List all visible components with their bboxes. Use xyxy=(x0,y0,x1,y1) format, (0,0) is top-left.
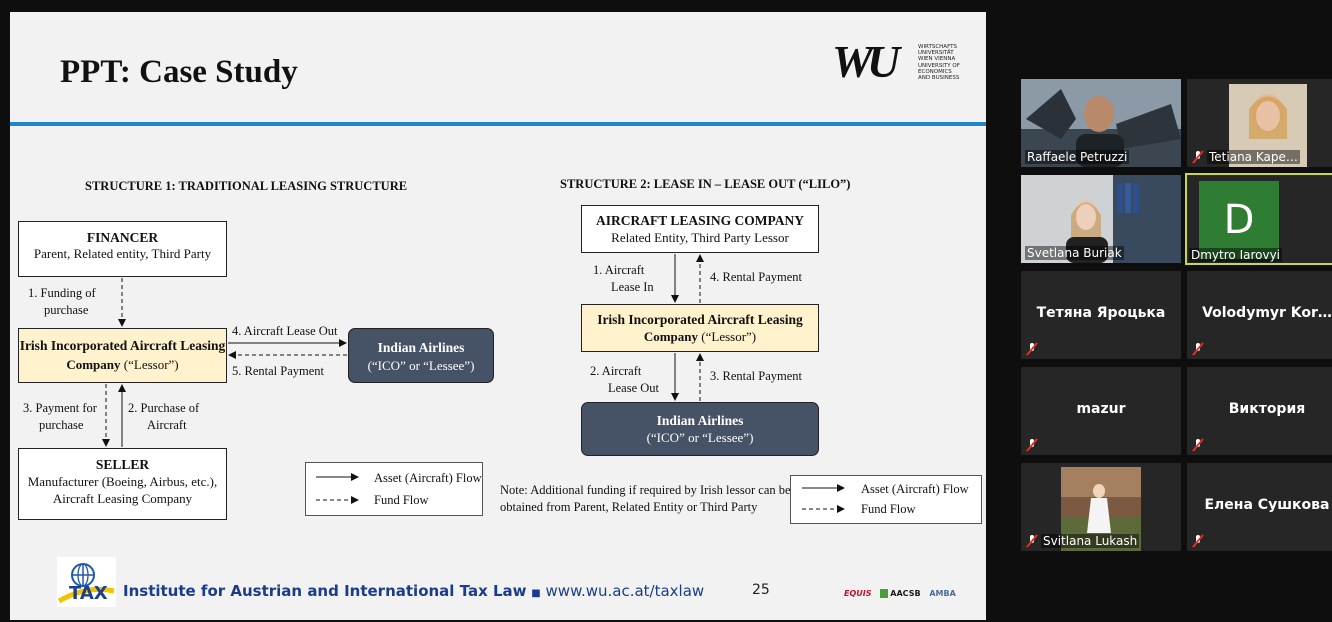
structure1-heading: STRUCTURE 1: TRADITIONAL LEASING STRUCTU… xyxy=(85,179,408,193)
participant-tile-svitlana-l[interactable]: Svitlana Lukash xyxy=(1021,463,1181,551)
aircraft-leasing-company-box: AIRCRAFT LEASING COMPANY Related Entity,… xyxy=(581,205,819,253)
label-rental-3: 3. Rental Payment xyxy=(710,369,802,383)
tax-logo: TAX xyxy=(57,557,116,607)
participant-name: Tetiana Kape… xyxy=(1207,150,1300,164)
participant-name: Svetlana Buriak xyxy=(1025,246,1124,260)
participant-tile-volodymyr[interactable]: Volodymyr Kor… xyxy=(1187,271,1332,359)
label-rental-1: 5. Rental Payment xyxy=(232,364,324,378)
participant-tile-tetyana-ya[interactable]: Тетяна Яроцька xyxy=(1021,271,1181,359)
participant-tile-tetiana[interactable]: Tetiana Kape… xyxy=(1187,79,1332,167)
seller-box: SELLER Manufacturer (Boeing, Airbus, etc… xyxy=(18,448,227,520)
participant-name: Виктория xyxy=(1228,401,1306,417)
mic-muted-icon xyxy=(1192,438,1204,452)
participant-name: Dmytro Iarovyi xyxy=(1189,248,1283,262)
participant-tile-mazur[interactable]: mazur xyxy=(1021,367,1181,455)
participant-name: Volodymyr Kor… xyxy=(1202,305,1332,321)
participant-tile-svetlana-b[interactable]: Svetlana Buriak xyxy=(1021,175,1181,263)
equis-badge: EQUIS xyxy=(844,589,872,598)
lessor-box-2: Irish Incorporated Aircraft Leasing Comp… xyxy=(581,304,819,352)
label-rental-4: 4. Rental Payment xyxy=(710,270,802,284)
shared-slide: PPT: Case Study WU WIRTSCHAFTS UNIVERSIT… xyxy=(10,12,986,620)
video-feed xyxy=(1021,175,1181,263)
indian-airlines-box-2: Indian Airlines (“ICO” or “Lessee”) xyxy=(581,402,819,456)
aacsb-badge: AACSB xyxy=(880,589,921,598)
participant-name: Raffaele Petruzzi xyxy=(1025,150,1130,164)
indian-airlines-box-1: Indian Airlines (“ICO” or “Lessee”) xyxy=(348,328,494,383)
mic-muted-icon xyxy=(1026,438,1038,452)
legend-1: Asset (Aircraft) Flow Fund Flow xyxy=(305,462,483,516)
participant-name: Тетяна Яроцька xyxy=(1036,305,1166,321)
page-number: 25 xyxy=(752,582,770,598)
video-feed xyxy=(1229,84,1307,167)
wu-logo-text: WIRTSCHAFTS UNIVERSITÄT WIEN VIENNA UNIV… xyxy=(918,44,960,82)
participant-tile-raffaele[interactable]: Raffaele Petruzzi xyxy=(1021,79,1181,167)
legend-2: Asset (Aircraft) Flow Fund Flow xyxy=(790,475,982,524)
participant-name: Svitlana Lukash xyxy=(1041,534,1140,548)
amba-badge: AMBA xyxy=(929,589,956,598)
footer-url: www.wu.ac.at/taxlaw xyxy=(545,582,705,600)
participant-tile-dmytro-active[interactable]: D Dmytro Iarovyi xyxy=(1185,173,1332,265)
footer-institute: Institute for Austrian and International… xyxy=(123,582,527,600)
participant-name: mazur xyxy=(1076,401,1126,417)
title-divider xyxy=(10,122,986,126)
structure2-heading: STRUCTURE 2: LEASE IN – LEASE OUT (“LILO… xyxy=(560,177,851,191)
accreditation-badges: EQUIS AACSB AMBA xyxy=(844,589,956,598)
label-lease-out-1: 4. Aircraft Lease Out xyxy=(232,324,338,338)
avatar: D xyxy=(1199,181,1279,259)
mic-muted-icon xyxy=(1192,534,1204,548)
mic-muted-icon xyxy=(1026,534,1038,548)
participant-name: Елена Сушкова xyxy=(1204,497,1330,513)
mic-muted-icon xyxy=(1026,342,1038,356)
video-feed xyxy=(1061,467,1141,551)
participant-tile-elena[interactable]: Елена Сушкова xyxy=(1187,463,1332,551)
wu-logo: WU WIRTSCHAFTS UNIVERSITÄT WIEN VIENNA U… xyxy=(832,36,972,110)
video-feed xyxy=(1021,79,1181,167)
wu-logo-mark: WU xyxy=(832,36,900,87)
mic-muted-icon xyxy=(1192,342,1204,356)
mic-muted-icon xyxy=(1192,150,1204,164)
footer-text: Institute for Austrian and International… xyxy=(123,582,705,600)
financer-box: FINANCER Parent, Related entity, Third P… xyxy=(18,221,227,277)
lessor-box-1: Irish Incorporated Aircraft Leasing Comp… xyxy=(18,328,227,383)
slide-title: PPT: Case Study xyxy=(60,54,298,90)
participant-tile-viktoriya[interactable]: Виктория xyxy=(1187,367,1332,455)
note-text: Note: Additional funding if required by … xyxy=(500,483,791,514)
